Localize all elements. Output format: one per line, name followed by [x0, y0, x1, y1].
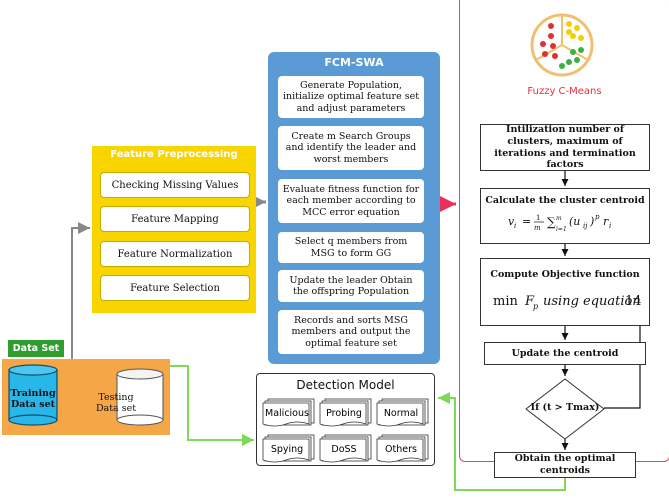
- fcm-step-objective-text: Compute Objective function: [490, 269, 640, 281]
- objective-formula: min F p using equation 14: [493, 294, 642, 311]
- svg-text:F: F: [524, 294, 535, 309]
- svg-text:1: 1: [536, 214, 540, 222]
- svg-text:∑: ∑: [547, 215, 556, 229]
- svg-text:m: m: [556, 215, 562, 222]
- fcm-step-init: Intilization number of clusters, maximum…: [480, 124, 650, 171]
- svg-text:using equation: using equation: [543, 294, 641, 309]
- class-doc-stack-4: [262, 434, 315, 463]
- swa-step-create-groups: Create m Search Groups and identify the …: [278, 126, 424, 170]
- svg-text:m: m: [534, 224, 541, 232]
- class-doss: DoSS: [331, 444, 357, 455]
- fcm-step-update-text: Update the centroid: [511, 347, 619, 359]
- svg-text:ij: ij: [583, 222, 588, 230]
- class-doc-stack-3: [376, 398, 429, 427]
- training-database-icon: [8, 364, 58, 426]
- class-others: Others: [385, 444, 417, 455]
- svg-text:v: v: [508, 215, 515, 228]
- fcm-step-init-text: Intilization number of clusters, maximum…: [494, 123, 636, 171]
- fcm-step-centroid: Calculate the cluster centroid v i = 1 m…: [480, 188, 650, 244]
- svg-text:r: r: [603, 215, 609, 228]
- class-doc-stack-5: [319, 434, 372, 463]
- fp-item-feature-selection: Feature Selection: [100, 275, 250, 301]
- class-doc-stack-1: [262, 398, 315, 427]
- svg-text:=: =: [522, 215, 531, 228]
- class-spying: Spying: [270, 444, 304, 455]
- svg-text:(u: (u: [569, 215, 580, 228]
- fcm-step-update: Update the centroid: [484, 342, 646, 365]
- training-data-label: Training Data set: [10, 388, 56, 411]
- fcm-step-obtain: Obtain the optimal centroids: [494, 452, 636, 478]
- centroid-formula: v i = 1 m ∑ m i=1 (u ij ) p r i: [508, 213, 611, 233]
- swa-step-generate: Generate Population, initialize optimal …: [278, 76, 424, 118]
- testing-database-icon: [116, 368, 164, 426]
- swa-step-records: Records and sorts MSG members and output…: [278, 310, 424, 354]
- svg-text:i=1: i=1: [556, 226, 567, 233]
- svg-text:): ): [589, 215, 594, 228]
- fuzzy-cmeans-title: Fuzzy C-Means: [527, 86, 602, 97]
- svg-text:14: 14: [625, 294, 642, 309]
- fcm-step-obtain-text: Obtain the optimal centroids: [514, 453, 616, 476]
- fcm-step-centroid-text: Calculate the cluster centroid: [485, 195, 645, 206]
- class-normal: Normal: [383, 408, 419, 419]
- detection-model-title: Detection Model: [296, 378, 395, 392]
- swa-step-select: Select q members from MSG to form GG: [278, 232, 424, 263]
- cluster-pie-icon: [530, 13, 594, 77]
- svg-text:i: i: [514, 222, 516, 230]
- svg-text:p: p: [533, 302, 538, 311]
- svg-text:i: i: [609, 222, 611, 230]
- fp-item-missing-values: Checking Missing Values: [100, 172, 250, 198]
- testing-data-label: Testing Data set: [95, 392, 137, 415]
- swa-step-evaluate: Evaluate fitness function for each membe…: [278, 179, 424, 223]
- fcm-condition-diamond: [525, 378, 605, 440]
- svg-text:p: p: [595, 213, 600, 221]
- feature-preprocessing-title: Feature Preprocessing: [110, 149, 238, 160]
- data-set-label: Data Set: [8, 340, 64, 357]
- fcm-swa-title: FCM-SWA: [324, 56, 384, 69]
- fp-item-feature-normalization: Feature Normalization: [100, 241, 250, 267]
- svg-text:min: min: [493, 294, 518, 309]
- class-probing: Probing: [326, 408, 362, 419]
- arrow-centroids-to-dm: [438, 392, 566, 491]
- class-doc-stack-2: [319, 398, 372, 427]
- swa-step-update-leader: Update the leader Obtain the offspring P…: [278, 270, 424, 302]
- fcm-step-objective: Compute Objective function min F p using…: [480, 258, 650, 326]
- class-malicious: Malicious: [265, 408, 309, 419]
- fp-item-feature-mapping: Feature Mapping: [100, 206, 250, 232]
- class-doc-stack-6: [376, 434, 429, 463]
- fcm-step-condition: If (t > Tmax): [530, 402, 600, 413]
